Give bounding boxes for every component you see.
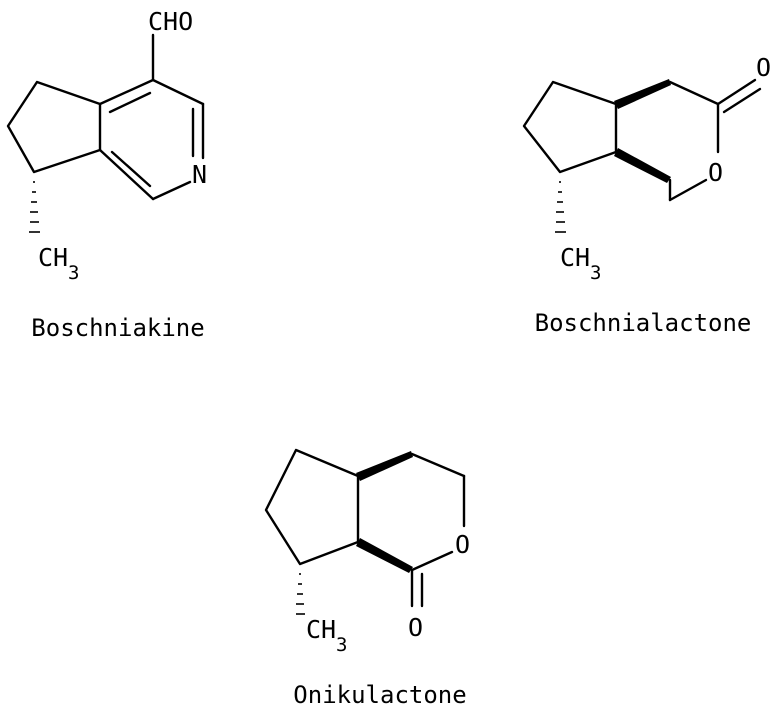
boschnialactone-bold-bond-bottom [614, 148, 671, 183]
onikulactone-ring-oxygen-label: O [455, 530, 470, 559]
boschniakine-hashed-methyl-bond [29, 181, 40, 233]
onikulactone-methyl-subscript: 3 [336, 634, 347, 656]
onikulactone-bold-bond-top [356, 451, 413, 481]
onikulactone-bond-ring-o-c1 [410, 550, 454, 572]
boschniakine-methyl-subscript: 3 [68, 262, 79, 284]
boschniakine-bond-c1-c7a [98, 148, 155, 201]
boschnialactone-name-label: Boschnialactone [535, 309, 752, 337]
boschniakine-bond-c4a-c4-inner [108, 91, 152, 114]
boschniakine-bond-c4-c3 [151, 78, 205, 106]
boschnialactone-ring-oxygen-label: O [708, 158, 723, 187]
boschnialactone-bond-ring-o-ch2 [668, 178, 708, 202]
onikulactone-bond-ch2-ch2 [410, 452, 466, 478]
boschnialactone-methyl-label: CH [560, 243, 590, 272]
boschnialactone-hashed-methyl-bond [555, 181, 566, 233]
boschniakine-nitrogen-label: N [192, 160, 207, 189]
onikulactone-bold-bond-bottom [356, 538, 413, 573]
boschnialactone-bold-bond-top [614, 79, 671, 109]
boschniakine-name-label: Boschniakine [31, 314, 204, 342]
boschnialactone-bond-c3-ketone-o [716, 78, 757, 106]
boschniakine-cyclopentane-ring [6, 80, 102, 174]
boschniakine-structure: CHO N CH 3 Boschniakine [6, 7, 207, 342]
boschniakine-bond-c1-c7a-inner [110, 150, 152, 188]
boschniakine-aldehyde-label: CHO [148, 7, 193, 36]
boschnialactone-bond-ch2-c3 [668, 80, 720, 106]
boschnialactone-carbonyl-oxygen-label: O [756, 53, 771, 82]
onikulactone-structure: O O CH 3 Onikulactone [264, 448, 470, 709]
boschnialactone-methyl-subscript: 3 [590, 262, 601, 284]
boschnialactone-bond-c3-ketone-o-second [722, 87, 762, 114]
onikulactone-hashed-methyl-bond [296, 573, 305, 615]
onikulactone-methyl-label: CH [306, 615, 336, 644]
onikulactone-name-label: Onikulactone [293, 681, 466, 709]
boschnialactone-cyclopentane-ring [522, 80, 618, 174]
onikulactone-carbonyl-oxygen-label: O [408, 613, 423, 642]
boschniakine-methyl-label: CH [38, 243, 68, 272]
boschniakine-bond-c4a-c4 [98, 78, 155, 106]
boschnialactone-structure: O O CH 3 Boschnialactone [522, 53, 771, 337]
boschniakine-bond-n-c1 [151, 180, 192, 201]
onikulactone-cyclopentane-ring [264, 448, 360, 566]
